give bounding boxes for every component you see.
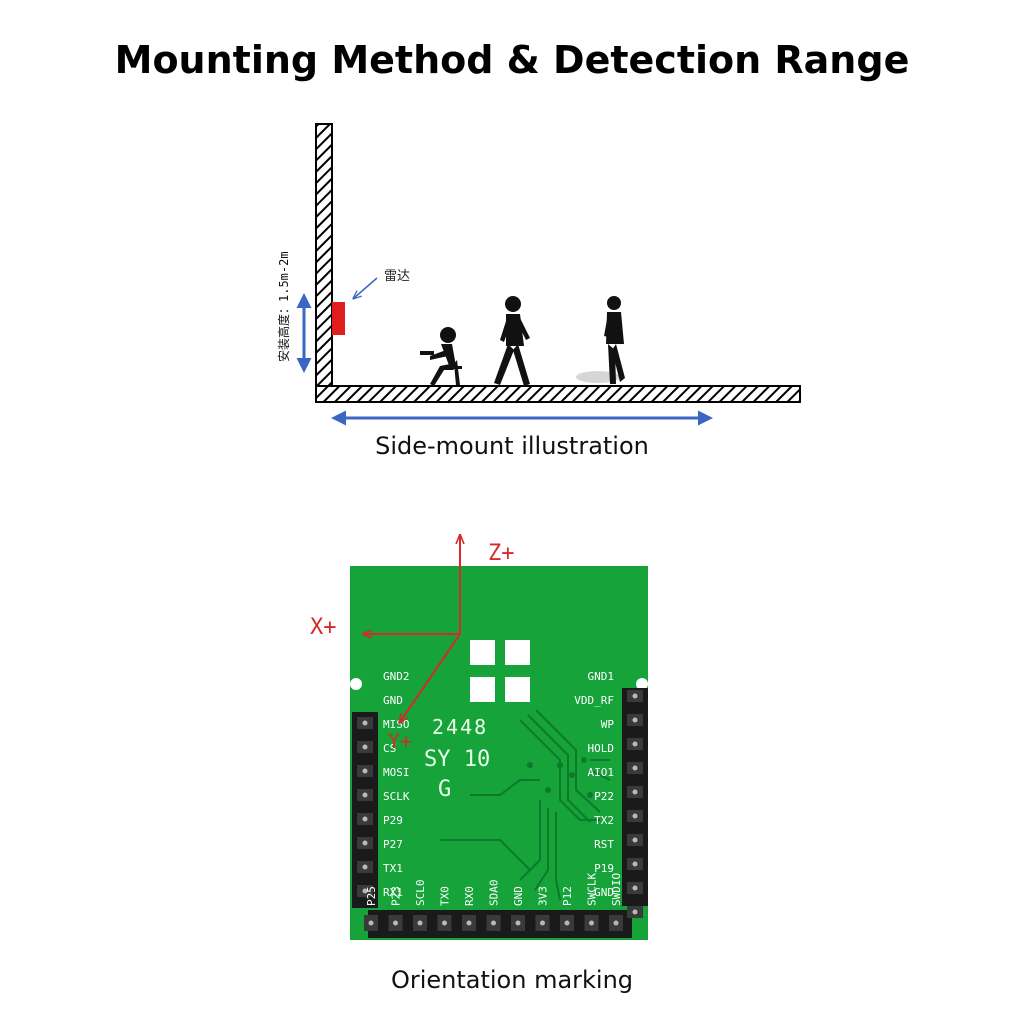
- floor: [315, 385, 801, 403]
- pin-hole: [491, 920, 496, 926]
- pin-hole: [417, 920, 423, 926]
- y-axis-arrow: [400, 633, 461, 722]
- radar-module: [332, 302, 345, 335]
- left-pin-label: MOSI: [383, 766, 410, 779]
- right-pin-label: P22: [594, 790, 614, 803]
- seated-person-icon: [420, 327, 462, 386]
- pin-hole: [368, 920, 374, 926]
- pcb-traces: [440, 709, 611, 901]
- left-pin-label: TX1: [383, 862, 403, 875]
- pin-hole: [362, 816, 368, 822]
- bottom-pin-label: TX0: [439, 886, 452, 906]
- pin-hole: [362, 840, 368, 846]
- bottom-pin-label: SWDIO: [610, 873, 623, 906]
- person-shadow: [576, 371, 620, 383]
- left-pin-label: SCLK: [383, 790, 410, 803]
- bottom-pin-label: GND: [512, 886, 525, 906]
- pin-hole: [632, 909, 638, 915]
- pin-hole: [613, 920, 619, 926]
- left-pin-label: CS: [383, 742, 396, 755]
- bottom-pin-label: 3V3: [537, 886, 550, 906]
- pin-hole: [540, 920, 545, 926]
- pin-hole: [589, 920, 594, 926]
- chip-marking-line2: G: [438, 777, 451, 802]
- pin-hole: [515, 920, 521, 926]
- left-pin-label: GND2: [383, 670, 410, 683]
- pcb-vias: [527, 757, 593, 798]
- z-axis-label: Z+: [488, 541, 515, 566]
- pin-hole: [393, 920, 398, 926]
- walking-person-icon: [494, 296, 530, 386]
- height-label: 安装高度：1.5m-2m: [276, 251, 291, 362]
- bottom-pin-label: RX0: [463, 886, 476, 906]
- mount-hole-top-right: [636, 678, 648, 690]
- pin-hole: [632, 861, 638, 867]
- left-pin-label: P29: [383, 814, 403, 827]
- pin-hole: [632, 693, 638, 699]
- pin-hole: [632, 765, 638, 771]
- pin-hole: [362, 768, 368, 774]
- right-pin-label: GND1: [588, 670, 615, 683]
- pin-hole: [442, 920, 447, 926]
- pin-hole: [564, 920, 570, 926]
- pin-hole: [362, 744, 368, 750]
- right-pin-label: WP: [601, 718, 615, 731]
- axis-arrows: [364, 536, 460, 722]
- bottom-pin-label: SDA0: [488, 880, 501, 907]
- bottom-pin-label: P25: [365, 886, 378, 906]
- pcb-board: [350, 566, 648, 940]
- y-axis-label: Y+: [388, 729, 412, 753]
- chip-code: 2448: [432, 715, 488, 739]
- right-pin-label: P19: [594, 862, 614, 875]
- left-pin-label: GND: [383, 694, 403, 707]
- radar-label: 雷达: [384, 269, 410, 284]
- bottom-pin-label: SWCLK: [586, 873, 599, 906]
- right-pin-label: GND: [594, 886, 614, 899]
- left-pin-label: RX1: [383, 886, 403, 899]
- pin-hole: [632, 717, 638, 723]
- orientation-caption: Orientation marking: [390, 966, 634, 994]
- right-pin-label: RST: [594, 838, 614, 851]
- pin-hole: [362, 864, 368, 870]
- right-pin-label: VDD_RF: [574, 694, 614, 707]
- left-pin-label: P27: [383, 838, 403, 851]
- pin-hole: [632, 813, 638, 819]
- pin-hole: [362, 720, 368, 726]
- pin-hole: [632, 885, 638, 891]
- standing-person-icon: [604, 296, 625, 384]
- side-mount-caption: Side-mount illustration: [375, 432, 649, 460]
- right-pin-label: TX2: [594, 814, 614, 827]
- right-pin-label: HOLD: [588, 742, 615, 755]
- pin-hole: [632, 741, 638, 747]
- mount-hole-top-left: [350, 678, 362, 690]
- page-title: Mounting Method & Detection Range: [114, 38, 910, 82]
- x-axis-label: X+: [310, 615, 337, 640]
- pin-hole: [362, 888, 368, 894]
- chip-marking-line1: SY 10: [424, 747, 490, 772]
- radar-pointer-arrow: [354, 277, 378, 298]
- antenna-pads: [470, 640, 530, 702]
- pin-hole: [632, 837, 638, 843]
- right-pin-label: AIO1: [588, 766, 615, 779]
- pin-hole: [466, 920, 472, 926]
- bottom-pin-label: P12: [561, 886, 574, 906]
- pin-hole: [632, 789, 638, 795]
- bottom-pin-label: SCL0: [414, 880, 427, 907]
- bottom-pin-label: P23: [390, 886, 403, 906]
- pin-hole: [362, 792, 368, 798]
